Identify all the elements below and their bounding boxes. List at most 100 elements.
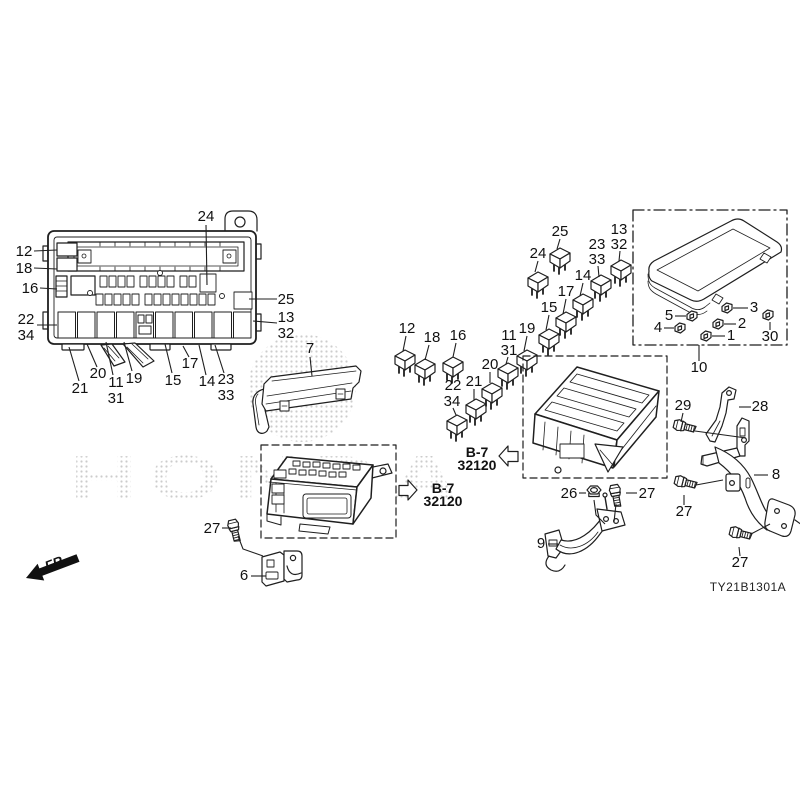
callout-25: 25 bbox=[552, 223, 569, 240]
callout-13: 13 bbox=[611, 221, 628, 238]
clip-icon bbox=[674, 322, 686, 334]
callout-3: 3 bbox=[750, 299, 758, 316]
connector-lines bbox=[237, 430, 771, 557]
leader-line bbox=[523, 335, 528, 352]
relay-icon bbox=[414, 358, 436, 386]
leader-line bbox=[452, 342, 457, 358]
callout-32: 32 bbox=[611, 236, 628, 253]
callout-2: 2 bbox=[738, 315, 746, 332]
callout-24: 24 bbox=[530, 245, 547, 262]
part-bracket-6 bbox=[261, 550, 303, 587]
leader-line bbox=[33, 249, 58, 252]
relay-icon bbox=[497, 362, 519, 390]
leader-line bbox=[123, 341, 133, 372]
leader-line bbox=[545, 314, 550, 331]
fr-label: FR. bbox=[43, 552, 69, 574]
leader-line bbox=[198, 344, 207, 376]
leader-line bbox=[680, 412, 684, 423]
leader-line bbox=[562, 298, 567, 315]
callout-27: 27 bbox=[676, 503, 693, 520]
relay-icon bbox=[516, 349, 538, 377]
leader-line bbox=[164, 343, 173, 374]
callout-14: 14 bbox=[199, 373, 216, 390]
callout-21: 21 bbox=[72, 380, 89, 397]
watermark-text: HONDA bbox=[70, 444, 470, 513]
leader-line bbox=[505, 356, 509, 365]
ref-label-line1: B-7 bbox=[432, 480, 455, 496]
callout-20: 20 bbox=[90, 365, 107, 382]
leader-line bbox=[205, 224, 208, 286]
callout-32: 32 bbox=[278, 325, 295, 342]
callout-12: 12 bbox=[399, 320, 416, 337]
part-main-fuse-box bbox=[522, 355, 668, 479]
relay-icon bbox=[549, 247, 571, 275]
leader-line bbox=[105, 341, 114, 376]
callout-11: 11 bbox=[501, 327, 517, 344]
ref-label-line1: B-7 bbox=[466, 444, 489, 460]
callout-30: 30 bbox=[762, 328, 779, 345]
callout-18: 18 bbox=[16, 260, 33, 277]
bolt-icon bbox=[728, 525, 754, 543]
callout-16: 16 bbox=[22, 280, 39, 297]
part-sub-fuse-box bbox=[260, 444, 397, 539]
relay-icon bbox=[610, 259, 632, 287]
leader-line bbox=[738, 546, 741, 557]
callout-28: 28 bbox=[752, 398, 769, 415]
leader-line bbox=[597, 265, 600, 278]
relay-icon bbox=[527, 271, 549, 299]
part-relay-cover bbox=[252, 365, 362, 434]
callout-27: 27 bbox=[732, 554, 749, 571]
leader-line bbox=[86, 343, 98, 368]
fr-arrow-icon bbox=[26, 554, 80, 581]
part-cover-lid bbox=[647, 218, 783, 315]
ref-label-line2: 32120 bbox=[424, 493, 463, 509]
part-bracket-9 bbox=[544, 492, 626, 572]
callout-4: 4 bbox=[654, 319, 662, 336]
clip-icon bbox=[700, 330, 712, 342]
bolt-icon bbox=[672, 418, 698, 436]
part-cover-assembly bbox=[632, 209, 788, 346]
part-bracket-28 bbox=[705, 386, 737, 443]
clip-icon bbox=[762, 309, 774, 321]
leader-line bbox=[309, 356, 313, 377]
callout-10: 10 bbox=[691, 359, 708, 376]
leader-line bbox=[39, 287, 58, 290]
callout-1: 1 bbox=[727, 327, 735, 344]
callout-19: 19 bbox=[126, 370, 143, 387]
ref-sub-box: B-7 32120 bbox=[398, 479, 463, 509]
callout-9: 9 bbox=[537, 535, 545, 552]
callout-26: 26 bbox=[561, 485, 578, 502]
leader-line bbox=[534, 260, 539, 273]
leader-line bbox=[579, 282, 584, 297]
callout-21: 21 bbox=[466, 373, 483, 390]
callout-11: 11 bbox=[108, 374, 124, 391]
callout-7: 7 bbox=[306, 340, 314, 357]
relay-icon bbox=[465, 398, 487, 426]
callout-15: 15 bbox=[165, 372, 182, 389]
callout-20: 20 bbox=[482, 356, 499, 373]
callout-5: 5 bbox=[665, 307, 673, 324]
relay-icon bbox=[572, 293, 594, 321]
leader-line bbox=[33, 267, 58, 270]
callout-22: 22 bbox=[18, 311, 35, 328]
clip-icon bbox=[686, 310, 698, 322]
callout-12: 12 bbox=[16, 243, 33, 260]
bolt-icon bbox=[226, 518, 244, 544]
bolt-icon bbox=[673, 474, 699, 492]
callout-23: 23 bbox=[589, 236, 606, 253]
callout-29: 29 bbox=[675, 397, 692, 414]
callout-15: 15 bbox=[541, 299, 558, 316]
callout-13: 13 bbox=[278, 309, 295, 326]
leader-line bbox=[556, 238, 561, 250]
callout-6: 6 bbox=[240, 567, 248, 584]
callout-27: 27 bbox=[204, 520, 221, 537]
callout-33: 33 bbox=[218, 387, 235, 404]
callout-34: 34 bbox=[444, 393, 461, 410]
callout-19: 19 bbox=[519, 320, 536, 337]
diagram-code: TY21B1301A bbox=[710, 580, 786, 594]
callout-22: 22 bbox=[445, 377, 462, 394]
leader-line bbox=[252, 320, 278, 324]
callout-34: 34 bbox=[18, 327, 35, 344]
